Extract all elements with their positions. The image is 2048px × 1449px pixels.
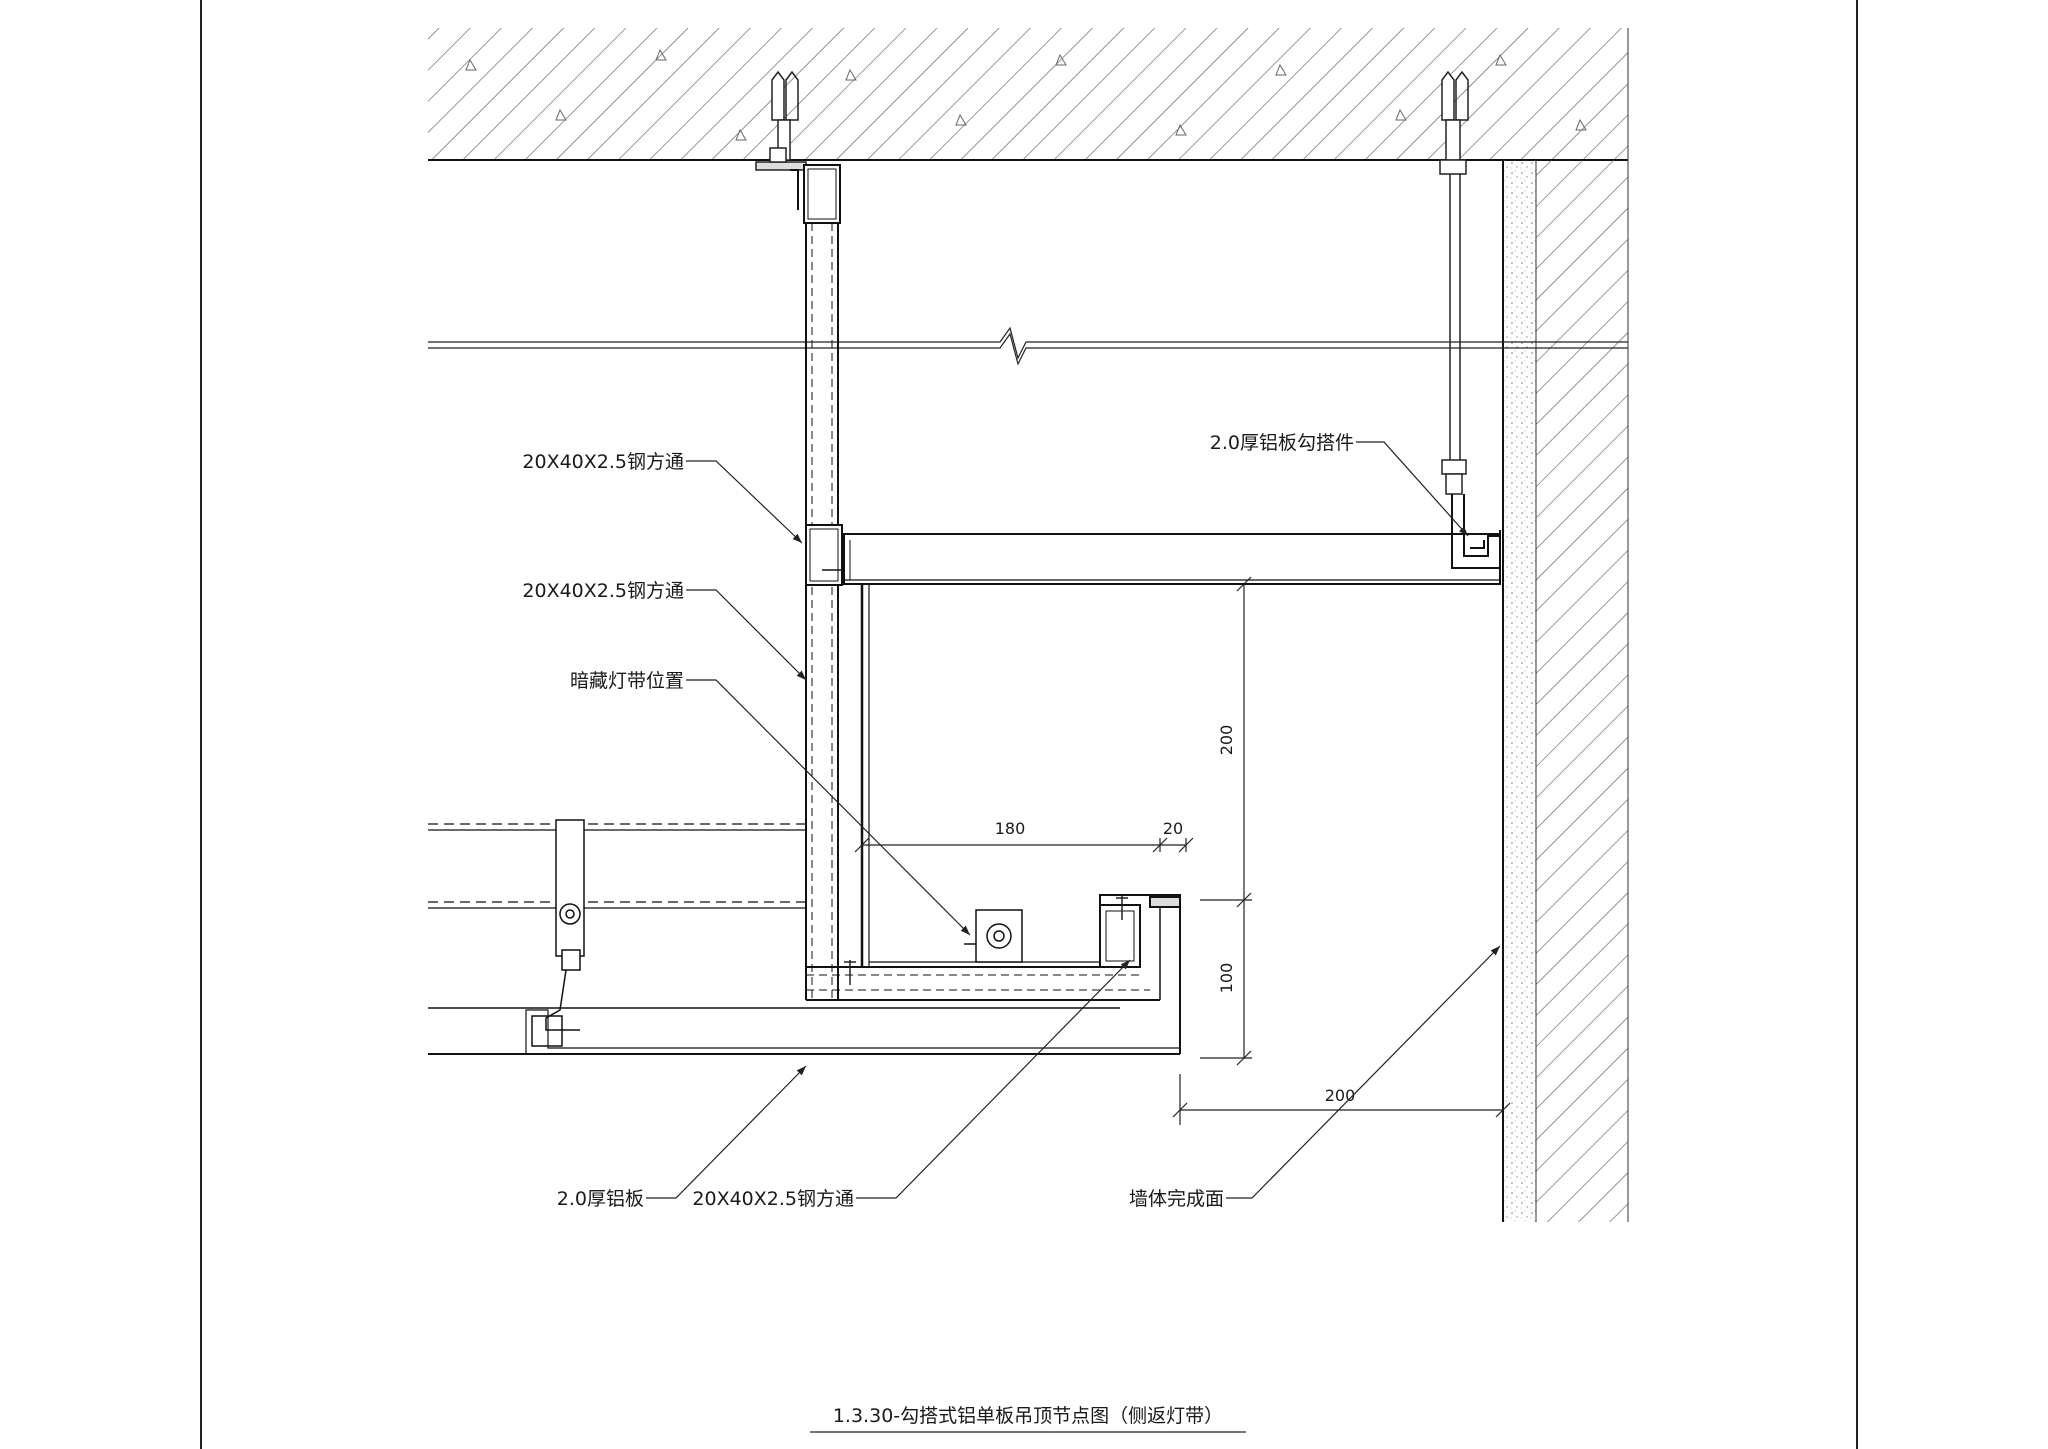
dimension-lines — [854, 576, 1511, 1125]
label-steel-tube-upper: 20X40X2.5钢方通 — [522, 451, 684, 473]
label-wall-finish: 墙体完成面 — [1129, 1188, 1224, 1210]
hanger-rod — [1441, 174, 1467, 495]
aluminum-hook-piece — [1451, 494, 1501, 569]
label-steel-tube-lower: 20X40X2.5钢方通 — [692, 1188, 854, 1210]
vertical-steel-hanger — [805, 223, 839, 1000]
side-return-panel — [860, 584, 870, 967]
top-steel-tube — [790, 164, 841, 224]
label-steel-tube-middle: 20X40X2.5钢方通 — [522, 580, 684, 602]
dim-100-vertical: 100 — [1217, 963, 1236, 994]
masonry-wall — [1536, 28, 1629, 1222]
left-ceiling-hanger — [428, 819, 806, 1047]
expansion-bolt-right — [1439, 70, 1469, 175]
concrete-slab — [428, 28, 1628, 161]
label-hidden-light-strip: 暗藏灯带位置 — [570, 670, 684, 692]
leader-lines — [646, 441, 1501, 1199]
upper-aluminum-panel — [843, 533, 1501, 585]
dim-200-horizontal: 200 — [1325, 1086, 1356, 1105]
mid-steel-tube — [805, 524, 843, 586]
dim-180: 180 — [995, 819, 1026, 838]
main-aluminum-ceiling-panel — [428, 1007, 1180, 1055]
screw-icon — [844, 896, 1128, 985]
dim-200-vertical: 200 — [1217, 725, 1236, 756]
led-light-fixture — [964, 909, 1023, 963]
wall-plaster-layer — [1502, 160, 1537, 1222]
dim-20: 20 — [1163, 819, 1183, 838]
return-steel-tube — [1099, 894, 1181, 1054]
break-line — [428, 326, 1628, 366]
expansion-bolt-left — [755, 70, 807, 171]
label-aluminum-panel: 2.0厚铝板 — [557, 1188, 644, 1210]
label-hook-piece: 2.0厚铝板勾搭件 — [1210, 432, 1354, 454]
drawing-title: 1.3.30-勾搭式铝单板吊顶节点图（侧返灯带） — [833, 1405, 1223, 1427]
